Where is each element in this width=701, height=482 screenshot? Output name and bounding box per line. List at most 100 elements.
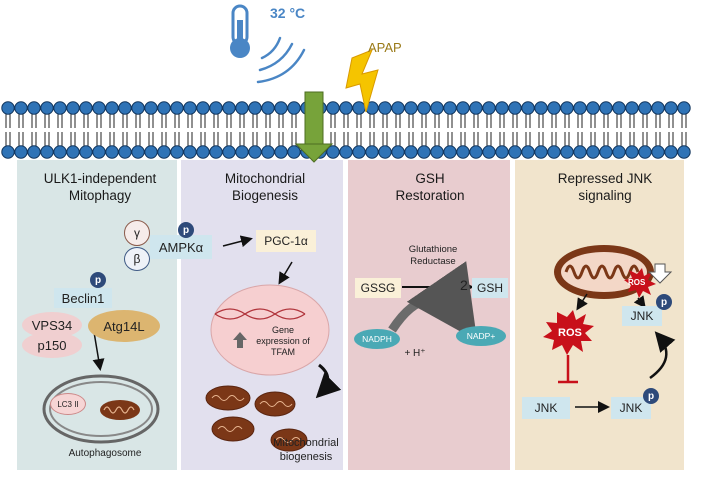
lipid-head: [365, 145, 379, 159]
lipid-head: [378, 145, 392, 159]
mitochondrion-icon: [100, 400, 140, 420]
lipid-head: [573, 101, 587, 115]
lipid-head: [235, 101, 249, 115]
lipid-head: [560, 101, 574, 115]
thermometer-icon: [230, 4, 250, 58]
lipid-head: [469, 145, 483, 159]
lipid-head: [443, 101, 457, 115]
gsh-box: GSH: [472, 278, 508, 298]
lipid-head: [196, 101, 210, 115]
lipid-head: [209, 145, 223, 159]
lipid-head: [326, 101, 340, 115]
lipid-head: [27, 145, 41, 159]
down-arrow-icon: [647, 263, 673, 284]
lipid-head: [144, 145, 158, 159]
lipid-head: [599, 145, 613, 159]
dna-icon: [214, 308, 306, 320]
lipid-head: [53, 101, 67, 115]
lipid-head: [547, 145, 561, 159]
nadph-ellipse: NADPH: [354, 329, 400, 349]
lipid-head: [339, 145, 353, 159]
lipid-head: [651, 145, 665, 159]
lipid-head: [326, 145, 340, 159]
lipid-head: [66, 101, 80, 115]
hplus-label: + H⁺: [404, 348, 426, 359]
lipid-head: [209, 101, 223, 115]
lipid-head: [1, 101, 15, 115]
lipid-head: [92, 145, 106, 159]
lipid-head: [508, 145, 522, 159]
lipid-head: [495, 101, 509, 115]
lipid-head: [456, 145, 470, 159]
lipid-head: [677, 101, 691, 115]
lipid-head: [79, 101, 93, 115]
lipid-head: [534, 101, 548, 115]
lipid-head: [534, 145, 548, 159]
lipid-head: [651, 101, 665, 115]
lipid-head: [378, 101, 392, 115]
lipid-head: [521, 145, 535, 159]
lipid-head: [469, 101, 483, 115]
lipid-head: [404, 101, 418, 115]
lipid-head: [14, 145, 28, 159]
lipid-head: [352, 101, 366, 115]
lipid-head: [131, 101, 145, 115]
lipid-head: [430, 101, 444, 115]
lipid-head: [586, 145, 600, 159]
lipid-head: [118, 145, 132, 159]
lipid-head: [274, 101, 288, 115]
lipid-head: [1, 145, 15, 159]
ros-large-starburst: [543, 310, 594, 355]
lipid-head: [625, 145, 639, 159]
lipid-bilayer: [1, 101, 691, 159]
ampk-box: AMPKα: [150, 235, 212, 259]
lipid-head: [92, 101, 106, 115]
stoich-two: 2: [460, 277, 468, 293]
lipid-head: [183, 145, 197, 159]
lipid-head: [599, 101, 613, 115]
lipid-head: [222, 101, 236, 115]
lipid-head: [105, 101, 119, 115]
lipid-head: [560, 145, 574, 159]
ros-large-label: ROS: [558, 327, 582, 339]
lipid-head: [53, 145, 67, 159]
p150-label: p150: [22, 332, 82, 358]
lipid-head: [27, 101, 41, 115]
title-biogenesis: Mitochondrial Biogenesis: [224, 171, 306, 203]
temperature-label: 32 °C: [270, 5, 306, 21]
lipid-head: [157, 101, 171, 115]
cold-waves-icon: [256, 36, 306, 84]
lipid-head: [391, 101, 405, 115]
lipid-head: [248, 145, 262, 159]
lipid-head: [261, 101, 275, 115]
lipid-head: [183, 101, 197, 115]
mitochondrion-large-icon: [554, 245, 654, 299]
lipid-head: [612, 101, 626, 115]
lipid-head: [586, 101, 600, 115]
atg14l-label: Atg14L: [88, 310, 160, 342]
lipid-head: [105, 145, 119, 159]
lipid-head: [261, 145, 275, 159]
lipid-head: [66, 145, 80, 159]
up-arrow-icon: [233, 332, 247, 348]
lipid-head: [170, 101, 184, 115]
title-gsh: GSH Restoration: [395, 171, 465, 203]
gamma-subunit: γ: [124, 220, 150, 246]
lightning-bolt-icon: [345, 49, 379, 113]
ros-small-starburst: [624, 268, 656, 298]
lipid-head: [144, 101, 158, 115]
lipid-head: [287, 101, 301, 115]
lipid-head: [638, 145, 652, 159]
biogenesis-label: Mitochondrial biogenesis: [273, 437, 339, 463]
lipid-head: [274, 145, 288, 159]
lipid-head: [222, 145, 236, 159]
lipid-head: [131, 145, 145, 159]
lipid-head: [612, 145, 626, 159]
lipid-head: [14, 101, 28, 115]
lipid-head: [339, 101, 353, 115]
lipid-head: [40, 101, 54, 115]
lipid-head: [677, 145, 691, 159]
vps34-label: VPS34: [22, 312, 82, 338]
lipid-head: [508, 101, 522, 115]
